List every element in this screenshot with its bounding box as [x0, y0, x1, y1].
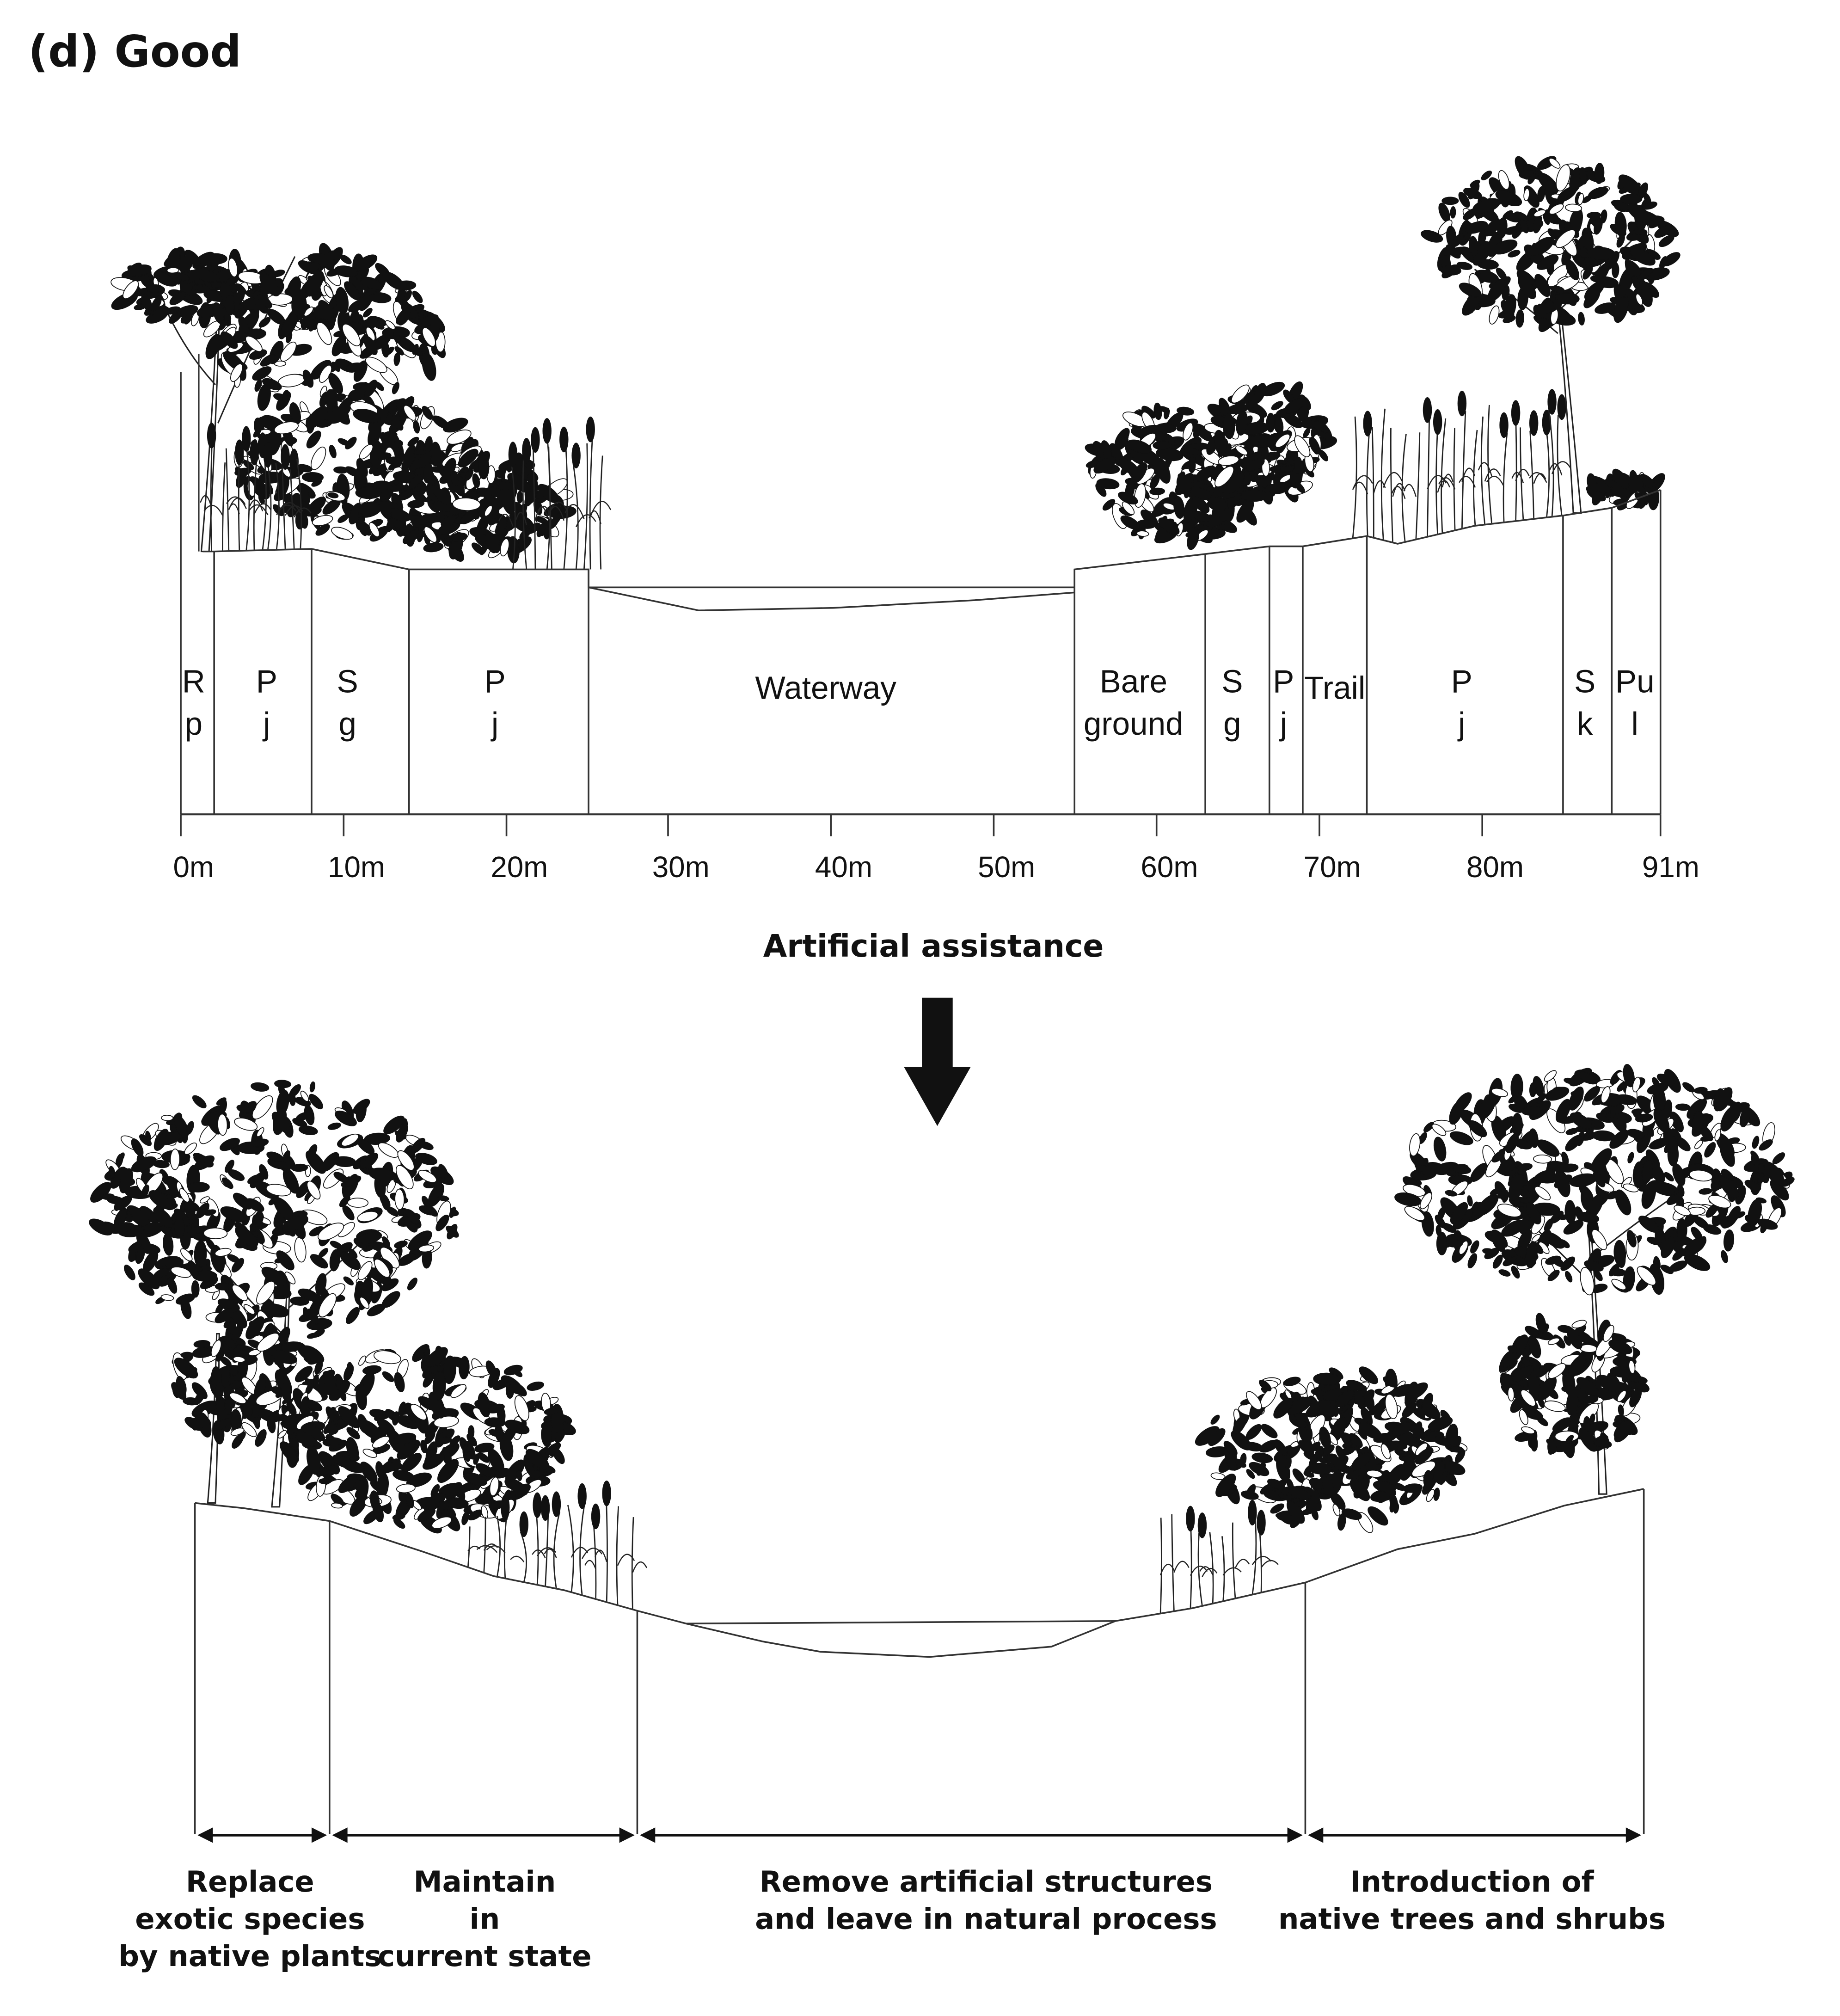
bottom-zone-dividers [194, 1489, 1645, 1834]
transition-label: Artificial assistance [763, 928, 1104, 964]
zone-label-pj4-line1: P [1451, 664, 1472, 700]
top-zone-dividers [180, 354, 1662, 815]
arrow-left-icon [639, 1827, 656, 1843]
bottom-water-surface [686, 1620, 1116, 1625]
top-right-groundcover [1586, 468, 1665, 510]
bottom-reeds-left [467, 1481, 648, 1610]
arrow-left-icon [332, 1827, 348, 1843]
axis-tick-label: 70m [1304, 850, 1361, 884]
measure-replace-line3: by native plants [118, 1939, 381, 1973]
down-arrow-icon [904, 997, 971, 1126]
zone-label-sk-line2: k [1577, 706, 1593, 742]
bottom-ground-profile [195, 1488, 1644, 1658]
top-sg2-shrub-canopy [1206, 381, 1337, 504]
top-vegetation [110, 156, 1681, 570]
axis-tick-label: 40m [815, 850, 872, 884]
arrow-right-icon [1625, 1827, 1642, 1843]
zone-label-trail-line1: Trail [1304, 670, 1365, 706]
axis-tick-label: 10m [328, 850, 385, 884]
axis-tick-label: 20m [491, 850, 548, 884]
bottom-shrub-canopy [280, 1344, 576, 1534]
arrow-right-icon [311, 1827, 327, 1843]
zone-label-sg1-line2: g [338, 706, 356, 742]
axis-tick-label: 30m [652, 850, 710, 884]
zone-label-sk-line1: S [1574, 664, 1595, 700]
zone-label-waterway-line1: Waterway [755, 670, 896, 706]
bottom-reeds-right [1159, 1500, 1279, 1614]
measure-maintain-line3: current state [378, 1939, 591, 1973]
bottom-right-tree-canopy [1394, 1064, 1795, 1296]
top-reeds-left [200, 423, 312, 551]
zone-label-bare-line1: Bare [1100, 664, 1167, 700]
axis-tick-label: 50m [978, 850, 1035, 884]
zone-label-pj3-line1: P [1273, 664, 1294, 700]
measure-remove-line1: Remove artificial structures [760, 1865, 1213, 1899]
measure-remove-line2: and leave in natural process [755, 1902, 1217, 1936]
zone-label-pul-line2: l [1631, 706, 1638, 742]
zone-label-sg2-line2: g [1223, 706, 1241, 742]
axis-tick-label: 91m [1642, 850, 1699, 884]
zone-label-sg1-line1: S [337, 664, 358, 700]
zone-label-pul-line1: Pu [1615, 664, 1655, 700]
arrow-left-icon [197, 1827, 213, 1843]
measure-replace-line2: exotic species [135, 1902, 365, 1936]
measure-maintain-line2: in [469, 1902, 500, 1936]
figure-title: (d) Good [28, 26, 241, 77]
measure-maintain-line1: Maintain [414, 1865, 556, 1899]
top-pj2-shrub-canopy [378, 449, 577, 564]
axis-tick-label: 0m [173, 850, 214, 884]
arrow-right-icon [1287, 1827, 1303, 1843]
zone-label-sg2-line1: S [1221, 664, 1243, 700]
top-axis-ticks: 0m 10m 20m 30m 40m 50m 60m 70m 80m 91m [173, 814, 1699, 884]
zone-label-bare-line2: ground [1084, 706, 1184, 742]
zone-label-pj2-line1: P [484, 664, 505, 700]
top-pj-shrub-canopy [203, 243, 446, 416]
zone-label-pj4-line2: j [1457, 706, 1465, 742]
zone-label-rp-line2: p [185, 706, 203, 742]
arrow-right-icon [619, 1827, 635, 1843]
zone-label-pj3-line2: j [1279, 706, 1287, 742]
zone-label-pj2-line2: j [491, 706, 498, 742]
bottom-vegetation [89, 1064, 1795, 1614]
zone-label-pj1-line1: P [256, 664, 277, 700]
top-reeds-right [1352, 389, 1571, 543]
measure-introduce-line2: native trees and shrubs [1278, 1902, 1666, 1936]
top-reeds-center [498, 416, 612, 570]
measure-introduce-line1: Introduction of [1350, 1865, 1594, 1899]
bottom-left-tree-canopy [89, 1080, 459, 1339]
bottom-right-understory [1499, 1313, 1650, 1458]
zone-label-rp-line1: R [182, 664, 205, 700]
bottom-extent-arrows [197, 1827, 1642, 1843]
top-right-tree-canopy [1421, 156, 1681, 332]
zone-label-pj1-line2: j [262, 706, 270, 742]
measure-replace-line1: Replace [186, 1865, 314, 1899]
bottom-right-shrub-canopy [1195, 1366, 1468, 1533]
axis-tick-label: 60m [1141, 850, 1198, 884]
axis-tick-label: 80m [1466, 850, 1524, 884]
arrow-left-icon [1307, 1827, 1324, 1843]
